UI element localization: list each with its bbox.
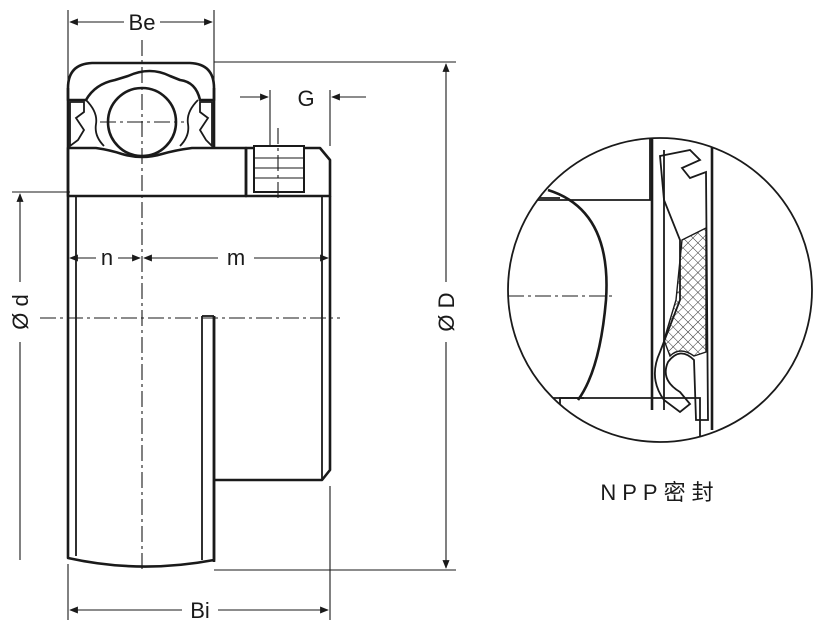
dim-n-label: n bbox=[101, 245, 113, 270]
dimensions: Be G n m Ø d Ø D Bi bbox=[8, 10, 459, 623]
dim-g-label: G bbox=[297, 86, 314, 111]
seal-left bbox=[69, 101, 86, 148]
inner-ring bbox=[66, 146, 248, 198]
dim-d-label: Ø d bbox=[8, 294, 33, 329]
detail-caption: NPP密封 bbox=[600, 480, 719, 505]
outer-ring bbox=[66, 61, 216, 102]
detail-ball-arc bbox=[547, 188, 608, 401]
dim-big-d-label: Ø D bbox=[434, 292, 459, 331]
dim-bi-label: Bi bbox=[190, 598, 210, 623]
dim-be-label: Be bbox=[129, 10, 156, 35]
detail-outer-ring bbox=[508, 138, 651, 201]
shaft-bore-body bbox=[66, 196, 216, 568]
seal-right bbox=[198, 101, 213, 149]
bearing-section bbox=[40, 40, 340, 572]
seal-detail-view bbox=[507, 137, 813, 443]
set-screw bbox=[253, 145, 305, 193]
collar bbox=[244, 146, 332, 198]
detail-seal-rubber bbox=[663, 226, 707, 358]
dim-m-label: m bbox=[227, 245, 245, 270]
detail-seal bbox=[654, 149, 709, 421]
detail-circle bbox=[507, 137, 813, 443]
detail-inner-ring bbox=[559, 397, 701, 442]
